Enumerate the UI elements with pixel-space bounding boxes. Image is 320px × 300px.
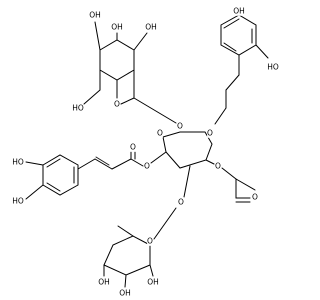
atom-label-o_ester_dbl: O [130, 143, 136, 152]
atom-label-bg [233, 6, 245, 16]
atom-label-o_c_ring: O [157, 129, 163, 138]
atom-label-bg [252, 192, 258, 202]
atom-label-bg [215, 161, 221, 171]
atom-label-o_link_top: O [177, 122, 183, 131]
atom-label-bg [119, 288, 131, 298]
bond-lines [25, 14, 269, 288]
atom-label-bg [12, 196, 24, 206]
atom-label-o_tsug_ch2oh: HO [72, 104, 84, 113]
atom-label-o_tsug_oh3: OH [145, 23, 157, 32]
atom-label-o_tsug_ring: O [114, 100, 120, 109]
atom-label-bg [207, 128, 213, 138]
atom-label-bg [111, 22, 123, 32]
atom-label-o_rham_oh2: OH [98, 278, 110, 287]
atom-label-bg [177, 121, 183, 131]
atom-label-o_link_rham: O [178, 198, 184, 207]
atom-label-bg [178, 197, 184, 207]
atom-label-o_lcat_oh1: HO [12, 158, 24, 167]
atom-label-o_rham_ring: O [147, 237, 153, 246]
atom-label-o_acetyl: O [215, 162, 221, 171]
atom-label-bg [145, 22, 157, 32]
atom-label-o_lcat_oh2: HO [12, 197, 24, 206]
atom-label-o_ester: O [144, 162, 150, 171]
atom-label-bg [72, 103, 84, 113]
atom-label-o_glyc: O [207, 129, 213, 138]
atom-label-bg [147, 236, 153, 246]
atom-label-bg [114, 99, 120, 109]
atom-label-o_rham_oh1: OH [147, 278, 159, 287]
atom-label-o_tsug_oh1: OH [89, 11, 101, 20]
atom-label-o_rham_oh3: OH [119, 289, 131, 298]
atom-label-o_cat_top_ho: HO [267, 63, 279, 72]
atom-label-bg [89, 10, 101, 20]
atom-label-bg [144, 161, 150, 171]
atom-label-o_acetyl_dbl: O [252, 193, 258, 202]
atom-label-o_tsug_oh2: OH [111, 23, 123, 32]
atom-label-bg [157, 128, 163, 138]
atom-label-bg [98, 277, 110, 287]
atom-label-o_cat_top_oh: OH [233, 7, 245, 16]
atom-label-bg [130, 142, 136, 152]
atom-label-bg [147, 277, 159, 287]
atom-label-bg [267, 62, 279, 72]
atom-label-bg [12, 157, 24, 167]
